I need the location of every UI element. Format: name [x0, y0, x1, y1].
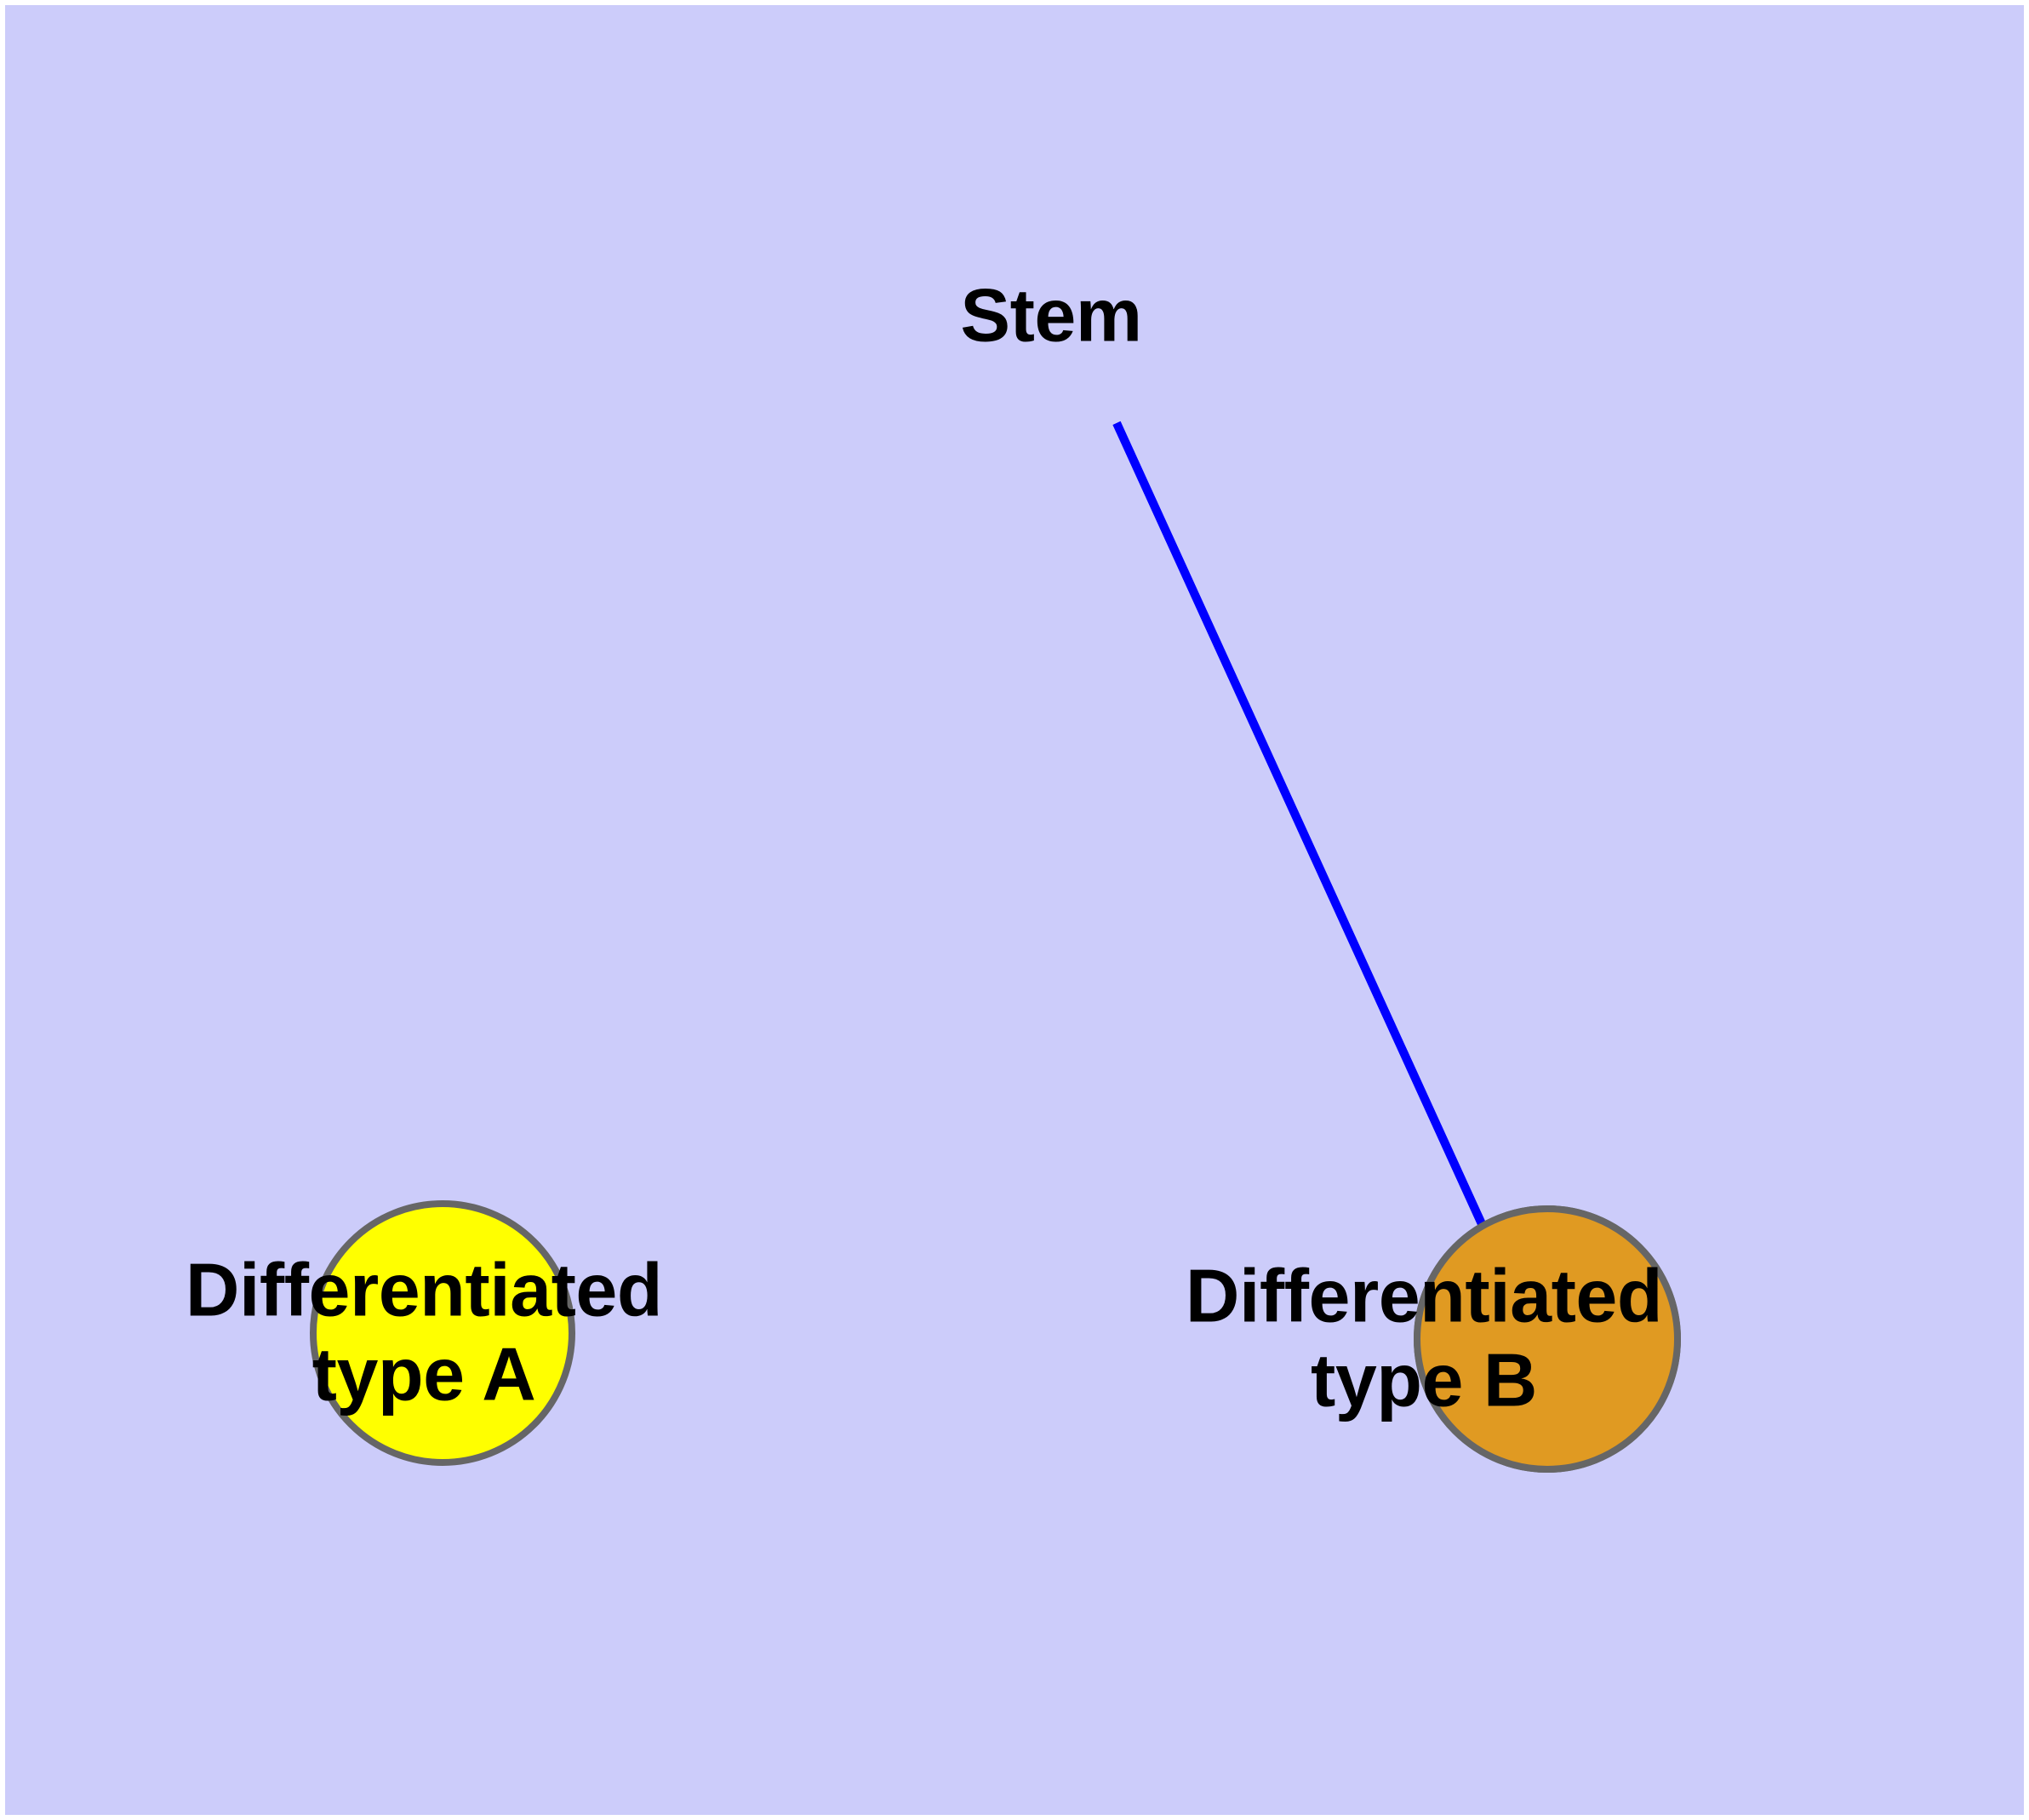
node-layer	[310, 1200, 1681, 1473]
diagram-plot-background	[5, 5, 2024, 1815]
node-stem[interactable]	[310, 1200, 575, 1466]
edge-stem-to-differentiated-type-b[interactable]	[1112, 421, 1487, 1228]
edge-layer	[1112, 421, 1487, 1228]
node-differentiated-type-b[interactable]	[1414, 1205, 1681, 1473]
